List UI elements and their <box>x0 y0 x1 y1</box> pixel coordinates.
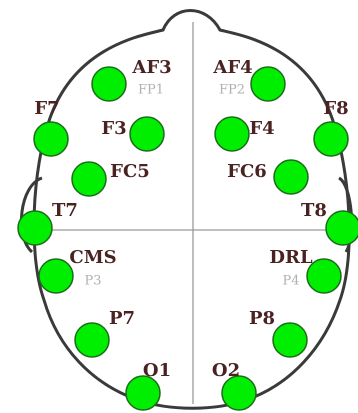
label-af4: AF4 <box>213 57 253 78</box>
sublabel-p4: P4 <box>282 273 300 289</box>
label-f4: F4 <box>249 118 275 139</box>
electrode-f7 <box>33 121 69 157</box>
label-o2: O2 <box>211 360 241 381</box>
label-f7: F7 <box>34 98 60 119</box>
sublabel-fp2: FP2 <box>218 82 246 98</box>
electrode-o2 <box>221 375 257 411</box>
electrode-cms <box>38 258 74 294</box>
electrode-drl <box>306 258 342 294</box>
label-f3: F3 <box>101 118 127 139</box>
label-drl: DRL <box>269 247 313 268</box>
sublabel-fp1: FP1 <box>137 82 165 98</box>
label-fc6: FC6 <box>227 161 267 182</box>
sublabel-p3: P3 <box>84 273 102 289</box>
electrode-p7 <box>74 322 110 358</box>
electrode-t8 <box>325 210 358 246</box>
label-p8: P8 <box>248 308 276 329</box>
label-t7: T7 <box>52 200 78 221</box>
label-cms: CMS <box>69 247 117 268</box>
label-p7: P7 <box>108 308 136 329</box>
electrode-af3 <box>91 66 127 102</box>
electrode-fc5 <box>71 161 107 197</box>
electrode-fc6 <box>273 159 309 195</box>
label-t8: T8 <box>301 200 327 221</box>
electrode-t7 <box>17 210 53 246</box>
electrode-p8 <box>272 322 308 358</box>
label-fc5: FC5 <box>110 161 150 182</box>
electrode-o1 <box>125 375 161 411</box>
electrode-af4 <box>250 66 286 102</box>
electrode-f3 <box>129 116 165 152</box>
label-af3: AF3 <box>132 57 172 78</box>
label-f8: F8 <box>323 98 349 119</box>
electrode-f8 <box>313 121 349 157</box>
label-o1: O1 <box>142 360 172 381</box>
electrode-f4 <box>214 116 250 152</box>
